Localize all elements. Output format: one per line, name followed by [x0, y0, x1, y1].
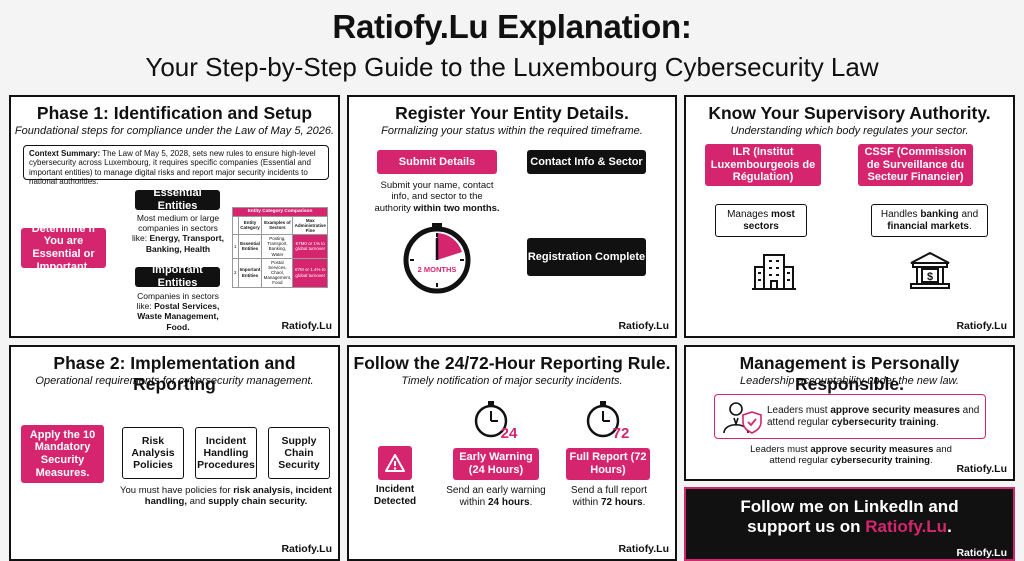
leaders-box-text: Leaders must approve security measures a…	[767, 405, 980, 428]
leaders-text: Leaders must approve security measures a…	[750, 444, 952, 467]
cssf-box: CSSF (Commission de Surveillance du Sect…	[858, 144, 973, 186]
brand-label: Ratiofy.Lu	[281, 543, 332, 555]
stopwatch-24-icon: 24	[474, 401, 518, 441]
register-panel: Register Your Entity Details. Formalizin…	[347, 95, 677, 338]
clock-72-label: 72	[613, 425, 630, 441]
contact-info-box: Contact Info & Sector	[527, 150, 646, 174]
early-warning-box: Early Warning (24 Hours)	[453, 448, 539, 480]
phase1-subtitle: Foundational steps for compliance under …	[14, 125, 335, 137]
determine-box: Determine If You are Essential or Import…	[21, 223, 106, 273]
table-row: 2 Important Entities Postal Services, Ch…	[232, 257, 328, 288]
reporting-subtitle: Timely notification of major security in…	[401, 375, 623, 387]
table-header: Entity Category	[237, 215, 263, 236]
risk-analysis-box: Risk Analysis Policies	[122, 427, 184, 479]
management-panel: Management is Personally Responsible. Le…	[684, 345, 1015, 481]
supply-chain-box: Supply Chain Security	[268, 427, 330, 479]
full-report-box: Full Report (72 Hours)	[566, 448, 650, 480]
entity-comparison-table: Entity Category Comparison Entity Catego…	[232, 207, 328, 288]
stopwatch-72-icon: 72	[586, 401, 630, 441]
ilr-description: Manages most sectors	[715, 204, 807, 237]
submit-text: Submit your name, contact info, and sect…	[374, 180, 500, 214]
register-subtitle: Formalizing your status within the requi…	[381, 125, 643, 137]
essential-entities-label: Essential Entities	[135, 187, 220, 212]
register-title: Register Your Entity Details.	[395, 103, 629, 123]
apply-measures-box: Apply the 10 Mandatory Security Measures…	[21, 425, 104, 483]
reporting-panel: Follow the 24/72-Hour Reporting Rule. Ti…	[347, 345, 677, 561]
important-entities-label: Important Entities	[135, 264, 220, 289]
brand-label: Ratiofy.Lu	[281, 320, 332, 332]
clock-icon: 2 MONTHS	[403, 223, 471, 294]
phase2-panel: Phase 2: Implementation and Reporting Op…	[9, 345, 340, 561]
phase2-subtitle: Operational requirements for cybersecuri…	[35, 375, 314, 387]
reporting-title: Follow the 24/72-Hour Reporting Rule.	[353, 353, 671, 373]
clock-24-label: 24	[501, 425, 518, 441]
linkedin-cta-panel[interactable]: Follow me on LinkedIn and support us on …	[684, 487, 1015, 561]
incident-detected-label: Incident Detected	[373, 484, 417, 507]
cssf-description: Handles banking and financial markets.	[871, 204, 988, 237]
registration-complete-box: Registration Complete	[527, 238, 646, 276]
brand-label: Ratiofy.Lu	[618, 320, 669, 332]
phase2-title: Phase 2: Implementation and Reporting	[53, 353, 296, 394]
page-subtitle: Your Step-by-Step Guide to the Luxembour…	[145, 52, 879, 82]
brand-label: Ratiofy.Lu	[956, 547, 1007, 559]
bank-icon: $	[910, 251, 950, 289]
submit-details-box: Submit Details	[377, 150, 497, 174]
brand-label: Ratiofy.Lu	[618, 543, 669, 555]
policies-text: You must have policies for risk analysis…	[120, 485, 332, 508]
leader-shield-icon	[723, 402, 762, 434]
leaders-box: Leaders must approve security measures a…	[714, 394, 986, 439]
context-text: The Law of May 5, 2028, sets new rules t…	[29, 149, 316, 187]
table-header: Max Administrative Fine	[292, 215, 328, 236]
incident-handling-box: Incident Handling Procedures	[195, 427, 257, 479]
management-subtitle: Leadership accountability under the new …	[740, 375, 959, 387]
cta-line2: support us on Ratiofy.Lu.	[747, 517, 952, 536]
important-entities-text: Companies in sectors like: Postal Servic…	[136, 291, 220, 332]
phase1-title: Phase 1: Identification and Setup	[36, 103, 313, 123]
svg-text:$: $	[927, 271, 933, 283]
cta-line1: Follow me on LinkedIn and	[740, 497, 959, 516]
essential-entities-text: Most medium or large companies in sector…	[132, 213, 224, 254]
context-label: Context Summary:	[29, 149, 101, 158]
clock-label: 2 MONTHS	[418, 265, 457, 274]
page-title: Ratiofy.Lu Explanation:	[332, 8, 692, 45]
ilr-box: ILR (Institut Luxembourgeois de Régulati…	[705, 144, 821, 186]
cta-brand-link: Ratiofy.Lu	[865, 517, 948, 536]
early-warning-text: Send an early warning within 24 hours.	[446, 485, 546, 508]
alert-icon	[378, 446, 412, 480]
phase1-panel: Phase 1: Identification and Setup Founda…	[9, 95, 340, 338]
full-report-text: Send a full report within 72 hours.	[570, 485, 648, 508]
building-icon	[752, 254, 796, 290]
table-title: Entity Category Comparison	[232, 207, 328, 217]
context-summary: Context Summary: The Law of May 5, 2028,…	[23, 145, 329, 186]
table-row: 1 Essential Entities Posting, Transport,…	[232, 234, 328, 259]
management-title: Management is Personally Responsible.	[739, 353, 960, 394]
authority-title: Know Your Supervisory Authority.	[708, 103, 991, 123]
authority-panel: Know Your Supervisory Authority. Underst…	[684, 95, 1015, 338]
authority-subtitle: Understanding which body regulates your …	[730, 125, 969, 137]
table-header: Examples of Sectors	[261, 215, 294, 236]
brand-label: Ratiofy.Lu	[956, 463, 1007, 475]
brand-label: Ratiofy.Lu	[956, 320, 1007, 332]
